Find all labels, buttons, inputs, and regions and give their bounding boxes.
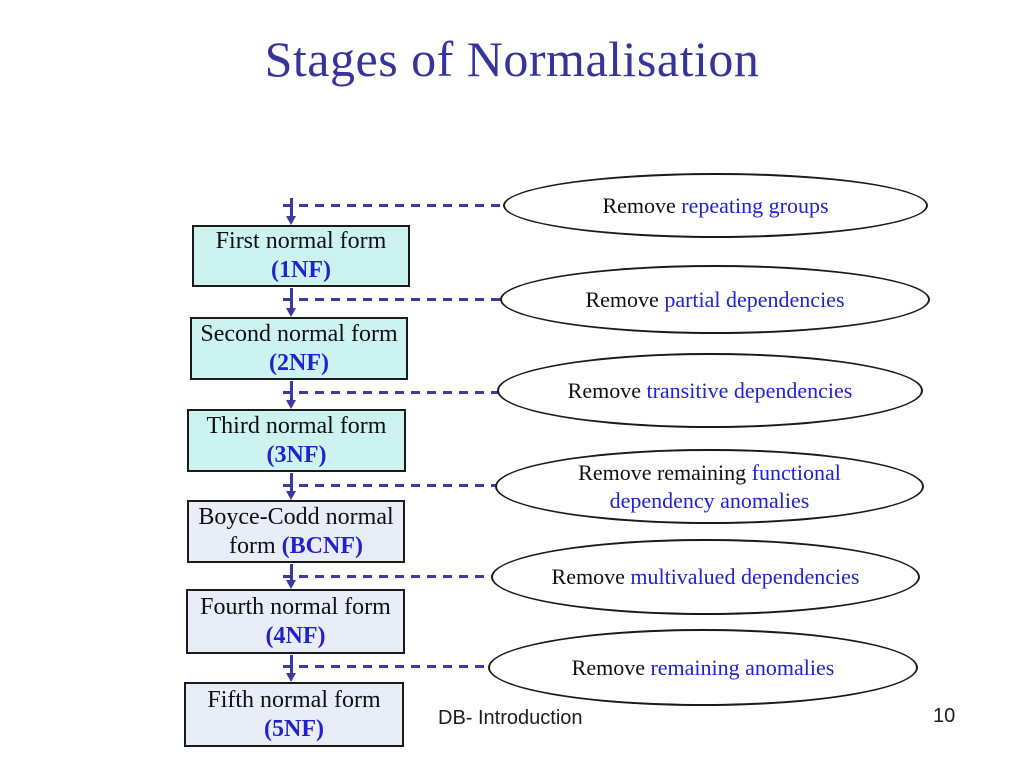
stage-box-bcnf: Boyce-Codd normal form (BCNF) <box>187 500 405 563</box>
stage-name: Fourth normal form <box>200 593 391 620</box>
stage-abbr-line: (5NF) <box>264 715 324 744</box>
stage-name: Fifth normal form <box>207 686 381 713</box>
stage-abbr-prefix: form <box>229 532 282 559</box>
action-prefix: Remove remaining <box>578 459 752 485</box>
action-ellipse-repeating-groups: Remove repeating groups <box>503 173 928 238</box>
action-ellipse-functional-dependency-anomalies: Remove remaining functional dependency a… <box>495 449 924 524</box>
action-prefix: Remove <box>551 564 631 589</box>
stage-name: Third normal form <box>206 412 387 439</box>
dashed-connector <box>283 391 503 394</box>
stage-abbr: (1NF) <box>271 257 331 283</box>
action-keyword: remaining anomalies <box>650 654 835 680</box>
stage-abbr: (4NF) <box>265 622 326 649</box>
action-keyword: multivalued dependencies <box>630 564 860 589</box>
stage-box-5nf: Fifth normal form (5NF) <box>184 682 404 747</box>
arrow-down-icon <box>286 308 296 317</box>
arrow-down-icon <box>286 491 296 500</box>
stage-name: Second normal form <box>200 320 398 347</box>
action-prefix: Remove <box>585 286 665 312</box>
arrow-line <box>290 473 293 492</box>
stage-abbr: (BCNF) <box>281 532 363 559</box>
stage-abbr-line: (3NF) <box>267 441 327 470</box>
dashed-connector <box>283 484 501 487</box>
action-keyword: partial dependencies <box>664 286 845 312</box>
stage-name: First normal form <box>215 228 387 254</box>
page-title: Stages of Normalisation <box>264 31 760 87</box>
footer-title: DB- Introduction <box>438 707 583 729</box>
action-ellipse-remaining-anomalies: Remove remaining anomalies <box>488 629 918 706</box>
stage-abbr-line: (1NF) <box>271 256 331 285</box>
stage-box-1nf: First normal form (1NF) <box>192 225 410 287</box>
stage-box-3nf: Third normal form (3NF) <box>187 409 406 472</box>
action-text: Remove remaining functional dependency a… <box>537 459 882 515</box>
action-text: Remove transitive dependencies <box>568 377 853 405</box>
arrow-line <box>290 655 293 674</box>
stage-box-2nf: Second normal form (2NF) <box>190 317 408 380</box>
action-keyword: functional dependency anomalies <box>609 459 841 513</box>
action-prefix: Remove <box>567 377 647 403</box>
dashed-connector <box>283 298 507 301</box>
arrow-down-icon <box>286 580 296 589</box>
action-text: Remove multivalued dependencies <box>552 563 860 591</box>
arrow-down-icon <box>286 216 296 225</box>
stage-abbr: (2NF) <box>269 349 329 376</box>
arrow-line <box>290 198 293 217</box>
action-text: Remove repeating groups <box>602 192 828 220</box>
stage-box-4nf: Fourth normal form (4NF) <box>186 589 405 654</box>
page-number: 10 <box>933 705 956 727</box>
dashed-connector <box>283 575 498 578</box>
dashed-connector <box>283 665 495 668</box>
arrow-down-icon <box>286 400 296 409</box>
action-ellipse-multivalued-dependencies: Remove multivalued dependencies <box>491 539 920 615</box>
action-keyword: transitive dependencies <box>646 377 853 403</box>
action-text: Remove remaining anomalies <box>572 654 835 682</box>
dashed-connector <box>283 204 509 207</box>
action-text: Remove partial dependencies <box>585 286 844 314</box>
action-ellipse-transitive-dependencies: Remove transitive dependencies <box>497 353 923 428</box>
stage-abbr: (3NF) <box>266 441 327 468</box>
action-prefix: Remove <box>602 192 682 218</box>
stage-name: Boyce-Codd normal <box>198 503 394 530</box>
arrow-down-icon <box>286 673 296 682</box>
stage-abbr: (5NF) <box>264 715 324 742</box>
action-prefix: Remove <box>571 654 651 680</box>
stage-abbr-line: form (BCNF) <box>229 532 363 561</box>
arrow-line <box>290 564 293 581</box>
stage-abbr-line: (2NF) <box>269 349 329 378</box>
action-keyword: repeating groups <box>681 192 829 218</box>
action-ellipse-partial-dependencies: Remove partial dependencies <box>500 265 930 334</box>
stage-abbr-line: (4NF) <box>266 622 326 651</box>
